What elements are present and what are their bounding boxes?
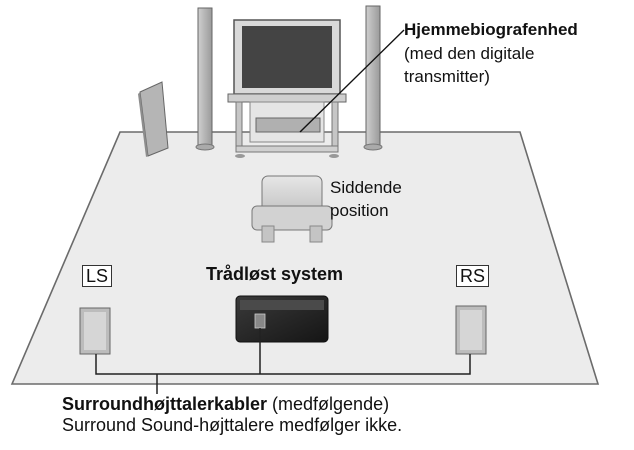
cables-included-note: (medfølgende) bbox=[267, 394, 390, 414]
wireless-system-label: Trådløst system bbox=[206, 264, 344, 284]
seating-position-label-2: position bbox=[330, 201, 389, 220]
subwoofer bbox=[138, 81, 169, 157]
front-right-speaker bbox=[363, 5, 383, 151]
home-theater-unit-label: Hjemmebiografenhed bbox=[404, 20, 578, 39]
room-floor bbox=[10, 131, 600, 385]
speakers-not-included-note: Surround Sound-højttalere medfølger ikke… bbox=[62, 415, 403, 435]
caption: Surroundhøjttalerkabler (medfølgende) Su… bbox=[62, 394, 402, 436]
rs-tag: RS bbox=[456, 265, 490, 287]
home-theater-unit-sublabel-1: (med den digitale bbox=[404, 44, 535, 63]
unit-callout-line bbox=[299, 29, 405, 133]
surround-left-speaker bbox=[79, 307, 111, 355]
seat bbox=[251, 175, 333, 243]
cables-label: Surroundhøjttalerkabler bbox=[62, 394, 268, 414]
home-theater-unit-sublabel-2: transmitter) bbox=[404, 67, 490, 86]
surround-cables bbox=[95, 328, 471, 394]
surround-right-speaker bbox=[455, 305, 487, 355]
wireless-system-unit bbox=[235, 295, 329, 343]
ls-tag: LS bbox=[82, 265, 113, 287]
front-left-speaker bbox=[195, 7, 215, 151]
seating-position-label-1: Siddende bbox=[330, 178, 402, 197]
